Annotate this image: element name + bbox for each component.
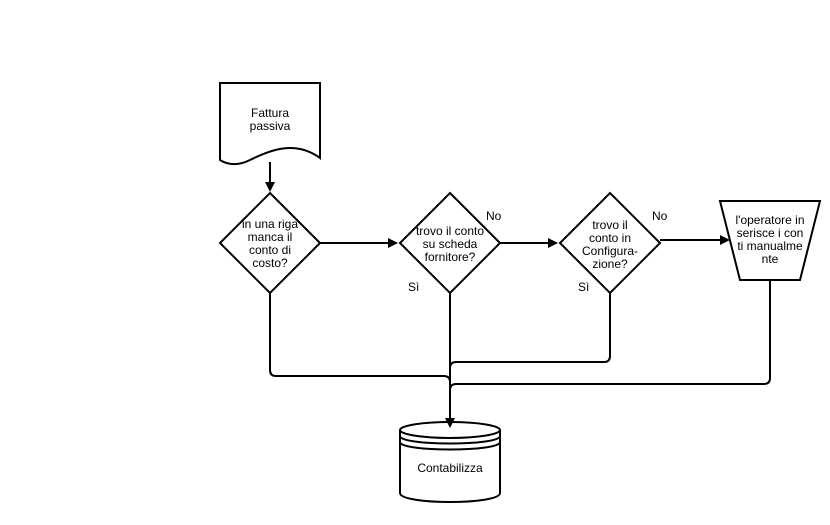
label-decision-configurazione: trovo il conto in Configura-zione? xyxy=(581,218,639,271)
label-fattura-passiva: Fattura passiva xyxy=(249,106,291,133)
edge-label-si-2: Sì xyxy=(578,280,590,294)
edge-label-si-1: Sì xyxy=(408,280,420,294)
label-decision-scheda-fornitore: trovo il conto su scheda fornitore? xyxy=(415,223,485,264)
edge-label-no-1: No xyxy=(486,209,502,223)
label-contabilizza: Contabilizza xyxy=(417,460,483,475)
edge-label-no-2: No xyxy=(652,209,668,223)
label-operatore-manuale: l'operatore inserisce i conti manualment… xyxy=(735,213,805,266)
database-shape-contabilizza xyxy=(399,421,501,503)
manual-operation-shape xyxy=(718,200,822,281)
document-shape-fattura xyxy=(219,82,321,166)
label-decision-manca-conto: in una riga manca il conto di costo? xyxy=(241,217,299,270)
connectors xyxy=(265,162,771,428)
